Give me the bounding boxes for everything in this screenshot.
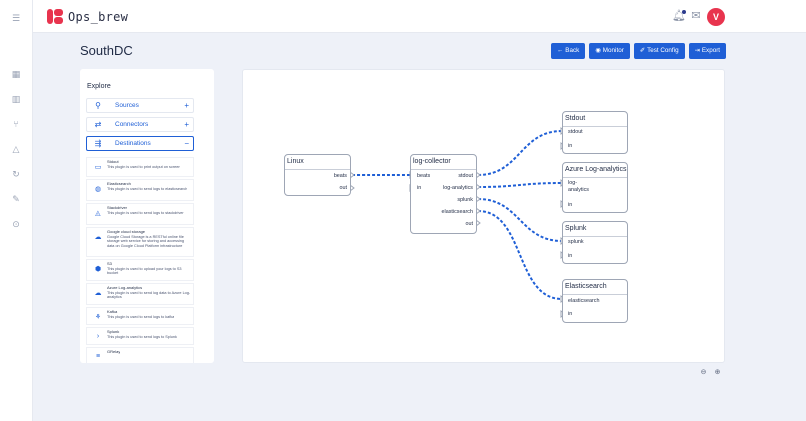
kafka-icon: ⚘ (94, 314, 102, 321)
port-label: in (417, 185, 422, 191)
plus-icon[interactable]: + (184, 101, 189, 110)
arrow-left-icon: ← (557, 47, 564, 54)
category-destinations[interactable]: ⇶ Destinations − (86, 136, 194, 151)
node-log-collector[interactable]: log-collector beats in stdout log-analyt… (410, 154, 477, 234)
plus-icon[interactable]: + (184, 120, 189, 129)
grid-icon[interactable]: ▦ (11, 69, 21, 79)
top-bar (33, 0, 806, 33)
app-logo[interactable]: Ops_brew (47, 9, 128, 24)
node-azure-log-analytics[interactable]: Azure Log-analytics log-analytics in (562, 162, 628, 213)
sidebar-rail: ☰ ▦ ▥ ⑂ △ ↻ ✎ ⊙ (0, 0, 33, 421)
settings-icon[interactable]: ⊙ (12, 219, 20, 229)
stackdriver-icon: ◬ (95, 210, 101, 217)
pipeline-canvas[interactable] (242, 69, 725, 363)
port-label: log-analytics (443, 185, 473, 191)
refresh-icon[interactable]: ↻ (12, 169, 20, 179)
page-title: SouthDC (80, 43, 133, 58)
logo-mark-icon (47, 9, 63, 24)
notification-dot (682, 10, 686, 14)
port-label: beats (417, 173, 431, 179)
azure-cloud-icon: ☁ (94, 290, 102, 297)
port-label: splunk (568, 239, 584, 245)
avatar[interactable]: V (707, 8, 725, 26)
monitor-icon: ◉ (595, 47, 601, 54)
mail-icon[interactable]: ✉ (691, 10, 701, 22)
wrench-icon: ✐ (639, 47, 646, 54)
zoom-out-icon[interactable]: ⊖ (700, 369, 707, 376)
plug-icon: ⚲ (95, 101, 101, 110)
explore-title: Explore (87, 83, 111, 90)
port-label: beats (333, 173, 347, 179)
category-sources[interactable]: ⚲ Sources + (86, 98, 194, 113)
node-title: Elasticsearch (565, 283, 607, 290)
port-label: in (568, 311, 573, 317)
node-elasticsearch[interactable]: Elasticsearch elasticsearch in (562, 279, 628, 323)
node-title: Splunk (565, 225, 587, 232)
elasticsearch-icon: ◍ (94, 186, 102, 193)
edit-icon[interactable]: ✎ (12, 194, 20, 204)
port-label: out (465, 221, 474, 227)
port-label: elasticsearch (441, 209, 473, 215)
monitor-button[interactable]: ◉Monitor (589, 43, 630, 59)
terminal-icon: ▭ (94, 164, 102, 171)
cloud-icon: ☁ (94, 234, 102, 241)
chart-icon[interactable]: ▥ (11, 94, 21, 104)
grelay-icon: ≡ (95, 353, 101, 360)
explore-panel: Explore ⚲ Sources + ⇄ Connectors + ⇶ Des… (80, 69, 214, 363)
action-bar: ←Back ◉Monitor ✐Test Config ⇥Export (551, 43, 727, 59)
node-title: log-collector (413, 158, 451, 165)
port-label: log-analytics (568, 180, 589, 193)
node-splunk[interactable]: Splunk splunk in (562, 221, 628, 264)
node-title: Stdout (565, 115, 586, 122)
menu-icon[interactable]: ☰ (11, 13, 21, 23)
port-label: elasticsearch (568, 298, 600, 304)
port-label: in (568, 253, 573, 259)
port-label: in (568, 143, 573, 149)
node-linux[interactable]: Linux beats out (284, 154, 351, 196)
export-icon: ⇥ (694, 47, 700, 54)
port-label: out (339, 185, 348, 191)
test-config-button[interactable]: ✐Test Config (633, 43, 685, 59)
node-stdout[interactable]: Stdout stdout in (562, 111, 628, 154)
splunk-icon: › (96, 333, 100, 340)
node-title: Azure Log-analytics (565, 166, 627, 173)
port-label: in (568, 202, 573, 208)
category-connectors[interactable]: ⇄ Connectors + (86, 117, 194, 132)
port-label: splunk (457, 197, 473, 203)
branch-icon[interactable]: ⑂ (13, 119, 19, 129)
export-button[interactable]: ⇥Export (688, 43, 727, 59)
destination-icon: ⇶ (94, 139, 102, 148)
connector-icon: ⇄ (94, 120, 102, 129)
app-name: Ops_brew (68, 9, 129, 24)
node-title: Linux (287, 158, 304, 165)
port-label: stdout (568, 129, 583, 135)
zoom-in-icon[interactable]: ⊕ (714, 369, 721, 376)
minus-icon[interactable]: − (184, 139, 189, 148)
plugin-item[interactable]: ≡ GRelay (86, 347, 194, 363)
bell-icon[interactable]: △ (12, 144, 20, 154)
port-label: stdout (458, 173, 473, 179)
bucket-icon: ⬢ (94, 266, 102, 273)
back-button[interactable]: ←Back (551, 43, 586, 59)
